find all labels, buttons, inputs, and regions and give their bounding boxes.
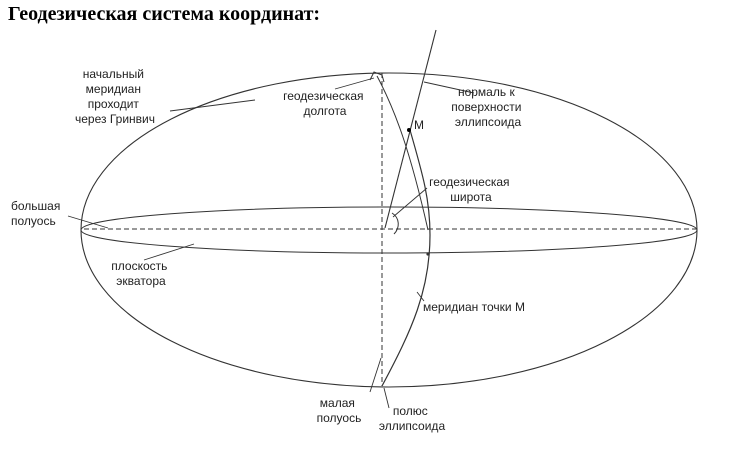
leader-initial-meridian [169, 99, 256, 112]
initial-meridian-curve [376, 75, 429, 231]
leader-geodetic-latitude [392, 187, 428, 218]
label-ellipsoid-pole-line-1: полюс [393, 404, 428, 418]
label-semi-minor-axis-line-1: малая [320, 396, 355, 410]
leader-ellipsoid-pole [383, 387, 390, 409]
label-normal: нормаль к поверхности эллипсоида [451, 85, 524, 129]
label-semi-major-axis: большая полуось [11, 199, 64, 228]
label-ellipsoid-pole-line-2: эллипсоида [379, 419, 446, 433]
leader-point-meridian [416, 291, 425, 302]
leader-normal [423, 81, 475, 94]
leader-semi-major [67, 215, 109, 229]
label-geodetic-latitude: геодезическая широта [429, 175, 513, 204]
label-semi-major-axis-line-1: большая [11, 199, 60, 213]
label-initial-meridian-line-4: через Гринвич [75, 112, 155, 126]
label-normal-line-1: нормаль к [458, 85, 515, 99]
label-equator-plane: плоскость экватора [111, 259, 170, 288]
leader-semi-minor [369, 357, 382, 393]
label-geodetic-longitude: геодезическая долгота [283, 89, 367, 118]
label-geodetic-latitude-line-1: геодезическая [429, 175, 509, 189]
leader-geodetic-longitude [334, 77, 375, 90]
leader-equator-plane [143, 243, 195, 261]
label-initial-meridian: начальный меридиан проходит через Гринви… [75, 67, 155, 126]
equator-point-marker [426, 252, 430, 256]
label-semi-minor-axis: малая полуось [317, 396, 362, 425]
label-geodetic-longitude-line-1: геодезическая [283, 89, 363, 103]
label-initial-meridian-line-2: меридиан [86, 82, 141, 96]
point-meridian-curve [381, 129, 431, 387]
label-initial-meridian-line-3: проходит [88, 97, 140, 111]
label-point-m: M [414, 118, 424, 132]
label-initial-meridian-line-1: начальный [83, 67, 144, 81]
label-ellipsoid-pole: полюс эллипсоида [379, 404, 446, 433]
equator-ellipse [80, 206, 698, 254]
label-geodetic-longitude-line-2: долгота [304, 104, 347, 118]
label-semi-minor-axis-line-2: полуось [317, 411, 362, 425]
point-m-marker [407, 128, 411, 132]
label-point-meridian: меридиан точки М [423, 300, 525, 314]
ellipsoid-outline [80, 72, 698, 388]
label-equator-plane-line-1: плоскость [111, 259, 167, 273]
label-normal-line-3: эллипсоида [455, 115, 522, 129]
label-normal-line-2: поверхности [451, 100, 521, 114]
label-geodetic-latitude-line-2: широта [450, 190, 492, 204]
page-title: Геодезическая система координат: [8, 3, 321, 25]
label-semi-major-axis-line-2: полуось [11, 214, 56, 228]
label-equator-plane-line-2: экватора [116, 274, 166, 288]
latitude-angle-arc [391, 212, 399, 235]
longitude-angle-mark [369, 71, 385, 83]
